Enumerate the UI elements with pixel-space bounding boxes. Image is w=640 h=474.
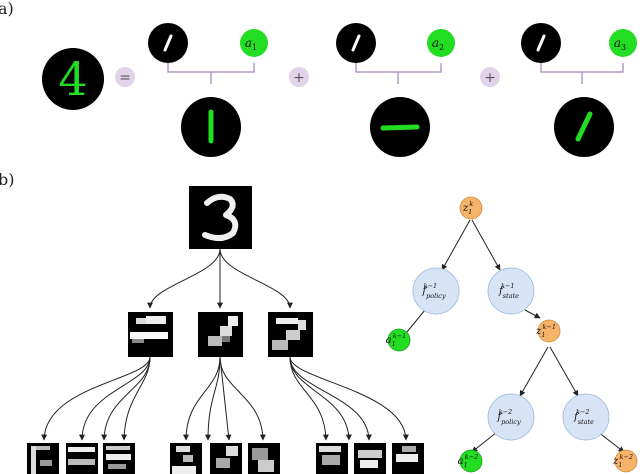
svg-text:fstatek−1: fstatek−1 <box>498 282 519 300</box>
patch-level1-3 <box>268 312 313 357</box>
plus-operator-1: + <box>289 67 309 87</box>
digit-glyph: 4 <box>58 52 87 106</box>
patch-level2-9 <box>392 443 424 474</box>
tree-edges <box>401 219 625 453</box>
svg-text:fpolicyk−1: fpolicyk−1 <box>421 282 446 300</box>
policy-node-2: fpolicyk−2 <box>487 393 535 441</box>
plus-symbol-2: + <box>484 70 496 86</box>
level2-arrows-group-3 <box>289 356 409 441</box>
patch-level1-2 <box>198 312 243 357</box>
patch-level1-1 <box>128 312 173 357</box>
svg-text:z1k: z1k <box>462 200 473 216</box>
level2-arrows-group-1 <box>41 356 151 441</box>
latent-node-root: z1k <box>459 196 483 220</box>
action-circle-1 <box>240 29 268 57</box>
action-circle-2 <box>427 29 455 57</box>
patch-level2-2 <box>66 443 98 474</box>
bracket-1 <box>167 63 255 84</box>
patch-level2-5 <box>210 443 242 474</box>
step-1: a1 <box>148 23 268 157</box>
svg-text:z1k−1: z1k−1 <box>535 323 556 339</box>
action-node-1: a1k−1 <box>386 328 411 352</box>
bracket-3 <box>540 63 624 84</box>
svg-text:fstatek−2: fstatek−2 <box>573 408 594 426</box>
patch-level2-3 <box>103 443 135 474</box>
action-label-2: a2 <box>432 36 444 52</box>
patch-level2-6 <box>248 443 280 474</box>
svg-text:z1k−2: z1k−2 <box>612 453 633 469</box>
patch-level2-4 <box>170 443 202 474</box>
root-arrows <box>147 248 293 309</box>
patch-level2-1 <box>27 443 59 474</box>
patch-level2-8 <box>354 443 386 474</box>
svg-text:a1k−2: a1k−2 <box>458 453 479 469</box>
step-3: a3 <box>521 23 637 157</box>
latent-node-1: z1k−1 <box>535 319 561 343</box>
equals-operator: = <box>115 67 135 87</box>
patch-level2-7 <box>316 443 348 474</box>
plus-operator-2: + <box>480 67 500 87</box>
root-digit-image <box>189 186 252 249</box>
action-circle-3 <box>609 29 637 57</box>
bracket-2 <box>355 63 442 84</box>
panel-b-label: b) <box>0 170 14 189</box>
equals-symbol: = <box>119 70 131 86</box>
plus-symbol-1: + <box>293 70 305 86</box>
action-label-1: a1 <box>245 36 257 52</box>
state-node-2: fstatek−2 <box>562 393 610 441</box>
action-label-3: a3 <box>614 36 626 52</box>
level2-arrows-group-2 <box>183 356 266 441</box>
svg-text:a1k−1: a1k−1 <box>386 332 407 348</box>
composite-digit: 4 <box>42 48 104 110</box>
action-node-2: a1k−2 <box>458 449 483 473</box>
step-2: a2 <box>336 23 455 157</box>
svg-text:fpolicyk−2: fpolicyk−2 <box>496 408 521 426</box>
state-node-1: fstatek−1 <box>487 267 535 315</box>
policy-node-1: fpolicyk−1 <box>412 267 460 315</box>
panel-a-label: a) <box>0 0 14 18</box>
latent-node-2: z1k−2 <box>612 449 638 473</box>
